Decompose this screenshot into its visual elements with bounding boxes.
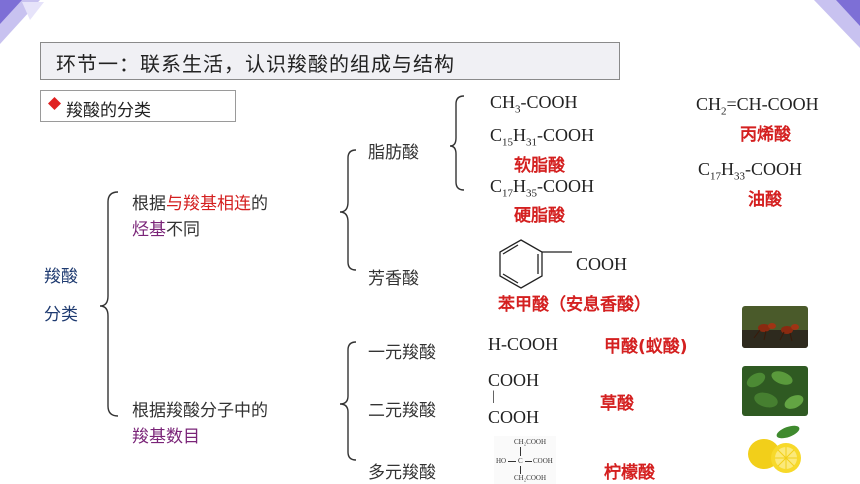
formula-formic: H-COOH: [488, 334, 558, 354]
type-polycarboxylic: 多元羧酸: [368, 463, 436, 483]
name-acrylic: 丙烯酸: [740, 125, 791, 145]
diamond-bullet-icon: [48, 97, 61, 110]
formula-acrylic: CH2=CH-COOH: [696, 94, 819, 118]
root-label-line2: 分类: [44, 305, 78, 325]
type-aromatic-acid: 芳香酸: [368, 269, 419, 289]
subtitle: 羧酸的分类: [66, 101, 151, 121]
type-dicarboxylic: 二元羧酸: [368, 401, 436, 421]
formula-oxalic-bond: |: [492, 389, 495, 404]
formula-acetic: CH3-COOH: [490, 92, 578, 116]
name-oxalic: 草酸: [600, 394, 634, 414]
basis1-part4: 烃基: [132, 220, 166, 240]
basis-hydrocarbon-line1: 根据与羧基相连的: [132, 189, 268, 214]
basis-count-line1: 根据羧酸分子中的: [132, 401, 268, 421]
benzene-ring-icon: [499, 239, 572, 289]
formula-oxalic-top: COOH: [488, 370, 540, 390]
leaves-photo-icon: [742, 366, 808, 416]
formula-oleic: C17H33-COOH: [698, 159, 803, 183]
basis1-part5: 不同: [166, 220, 200, 240]
formula-oxalic-bottom: COOH: [488, 407, 540, 427]
root-bracket: [99, 191, 119, 417]
name-stearic: 硬脂酸: [514, 206, 565, 226]
name-benzoic: 苯甲酸（安息香酸）: [498, 295, 651, 315]
citric-bond-right: [525, 461, 532, 462]
title-box: [40, 42, 620, 80]
name-citric: 柠檬酸: [604, 463, 655, 483]
lemons-photo-icon: [742, 422, 808, 478]
citric-bond-bottom: [520, 466, 521, 474]
root-label-line1: 羧酸: [44, 267, 78, 287]
formula-palmitic: C15H31-COOH: [490, 125, 595, 149]
basis-hydrocarbon-line2: 烃基不同: [132, 215, 200, 240]
formula-stearic: C17H35-COOH: [490, 176, 595, 200]
type-fatty-acid: 脂肪酸: [368, 143, 419, 163]
ants-photo-icon: [742, 306, 808, 348]
corner-decoration-left-icon: [0, 0, 44, 44]
citric-bond-left: [508, 461, 516, 462]
citric-bond-top: [520, 447, 521, 456]
name-oleic: 油酸: [748, 190, 782, 210]
benzoic-cooh-group: COOH: [576, 254, 628, 274]
corner-decoration-right-icon: [814, 0, 860, 48]
hydrocarbon-bracket: [339, 149, 357, 271]
basis1-part1: 根据: [132, 194, 166, 214]
basis-count-line2: 羧基数目: [132, 427, 200, 447]
name-formic: 甲酸(蚁酸): [604, 337, 688, 357]
basis1-part2: 与羧基相连: [166, 194, 251, 214]
name-palmitic: 软脂酸: [514, 156, 565, 176]
carboxyl-count-bracket: [339, 341, 357, 461]
type-monocarboxylic: 一元羧酸: [368, 343, 436, 363]
basis1-part3: 的: [251, 194, 268, 214]
page-title: 环节一：联系生活，认识羧酸的组成与结构: [56, 52, 455, 76]
fatty-bracket: [449, 95, 465, 191]
subtitle-box: [40, 90, 236, 122]
citric-structure: CH₂COOH HO C COOH CH₂COOH: [494, 436, 556, 484]
